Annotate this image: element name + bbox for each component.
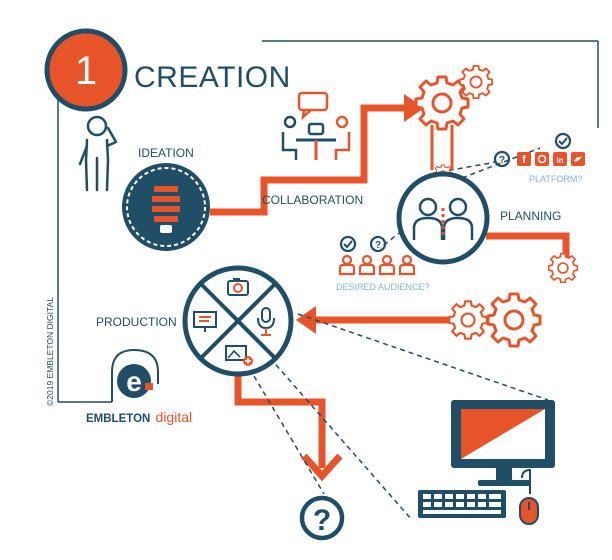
logo-name: EMBLETON digital: [86, 409, 192, 425]
thinking-person-icon: [78, 115, 118, 192]
microphone-icon: [257, 307, 275, 336]
svg-text:?: ?: [499, 155, 505, 166]
planning-node: [396, 171, 490, 265]
flow-path: [210, 94, 570, 482]
svg-text:?: ?: [375, 240, 381, 251]
outcome-symbol: ?: [313, 504, 331, 537]
platform-question-label: PLATFORM?: [529, 174, 582, 184]
audience-question-label: DESIRED AUDIENCE?: [336, 282, 430, 292]
camera-icon: [227, 278, 249, 296]
logo-mark: e: [126, 366, 142, 397]
instagram-icon: [535, 152, 549, 166]
gear-icon: [414, 64, 494, 131]
logo-name-part1: EMBLETON: [86, 413, 150, 425]
step-number: 1: [75, 49, 97, 93]
question-icon: ?: [299, 495, 345, 541]
team-icon: [412, 197, 474, 240]
page-title: CREATION: [134, 61, 291, 94]
ideation-label: IDEATION: [138, 146, 194, 160]
copyright-text: ©2019 EMBLETON DIGITAL: [45, 297, 55, 406]
production-node: [182, 265, 294, 377]
planning-label: PLANNING: [500, 209, 561, 223]
collaboration-label: COLLABORATION: [262, 193, 363, 207]
step-badge: 1: [44, 28, 128, 112]
production-label: PRODUCTION: [96, 315, 177, 329]
monitor-icon: [193, 311, 217, 332]
frame: [57, 40, 599, 403]
linkedin-icon-label: in: [556, 156, 563, 165]
meeting-icon: [281, 91, 351, 160]
facebook-icon: [517, 152, 531, 166]
embleton-logo: e EMBLETON digital: [86, 348, 192, 425]
platform-question-icon: [493, 150, 511, 168]
ideation-node: [122, 163, 210, 251]
desktop-computer-icon: [418, 400, 555, 525]
audience-person-icon: [338, 254, 416, 276]
gear-icon: [448, 252, 579, 348]
audience-question-icon: [369, 235, 387, 253]
lightbulb-icon: [152, 186, 180, 233]
image-add-icon: [225, 345, 253, 366]
audience-cluster: ? DESIRED AUDIENCE?: [336, 235, 430, 292]
linkedin-icon: [553, 152, 567, 166]
platform-cluster: ? f in PLATFORM?: [493, 132, 585, 184]
logo-name-part2: digital: [156, 409, 193, 425]
facebook-icon-label: f: [522, 154, 526, 166]
